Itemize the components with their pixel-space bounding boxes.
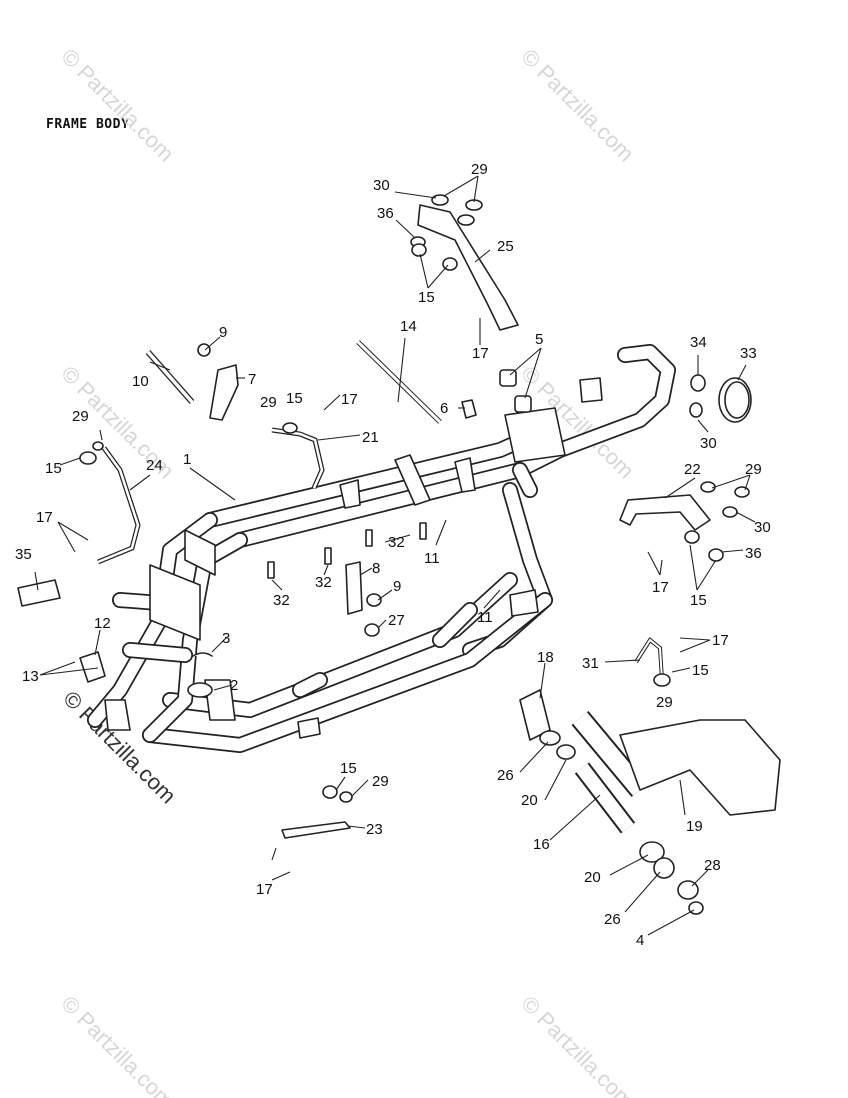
callout-10: 10 bbox=[132, 373, 149, 390]
callout-5: 5 bbox=[535, 331, 543, 348]
callout-17: 17 bbox=[472, 345, 489, 362]
main-frame bbox=[87, 344, 676, 753]
callout-20: 20 bbox=[584, 869, 601, 886]
callout-7: 7 bbox=[248, 371, 256, 388]
callout-1: 1 bbox=[183, 451, 191, 468]
callout-2: 2 bbox=[230, 677, 238, 694]
callout-30: 30 bbox=[700, 435, 717, 452]
callout-15: 15 bbox=[418, 289, 435, 306]
callout-3: 3 bbox=[222, 630, 230, 647]
callout-15: 15 bbox=[690, 592, 707, 609]
diagram-title: FRAME BODY bbox=[46, 117, 130, 132]
callout-15: 15 bbox=[45, 460, 62, 477]
callout-16: 16 bbox=[533, 836, 550, 853]
callout-17: 17 bbox=[341, 391, 358, 408]
callout-29: 29 bbox=[471, 161, 488, 178]
watermark-5: © Partzilla.com bbox=[56, 991, 179, 1098]
callout-32: 32 bbox=[315, 574, 332, 591]
callout-28: 28 bbox=[704, 857, 721, 874]
callout-14: 14 bbox=[400, 318, 417, 335]
callout-36: 36 bbox=[377, 205, 394, 222]
callout-31: 31 bbox=[582, 655, 599, 672]
callout-32: 32 bbox=[273, 592, 290, 609]
callout-34: 34 bbox=[690, 334, 707, 351]
callout-30: 30 bbox=[373, 177, 390, 194]
callout-17: 17 bbox=[256, 881, 273, 898]
callout-26: 26 bbox=[604, 911, 621, 928]
callout-21: 21 bbox=[362, 429, 379, 446]
callout-35: 35 bbox=[15, 546, 32, 563]
callout-30: 30 bbox=[754, 519, 771, 536]
callout-4: 4 bbox=[636, 932, 644, 949]
callout-17: 17 bbox=[652, 579, 669, 596]
watermark-6: © Partzilla.com bbox=[516, 991, 639, 1098]
callout-23: 23 bbox=[366, 821, 383, 838]
callout-11: 11 bbox=[424, 550, 440, 567]
rack-bracket-25 bbox=[417, 204, 519, 331]
callout-29: 29 bbox=[372, 773, 389, 790]
watermark-1: © Partzilla.com bbox=[56, 44, 179, 167]
callout-13: 13 bbox=[22, 668, 39, 685]
callout-29: 29 bbox=[72, 408, 89, 425]
callout-9: 9 bbox=[219, 324, 227, 341]
callout-29: 29 bbox=[260, 394, 277, 411]
callout-36: 36 bbox=[745, 545, 762, 562]
callout-8: 8 bbox=[372, 560, 380, 577]
callout-18: 18 bbox=[537, 649, 554, 666]
callout-22: 22 bbox=[684, 461, 701, 478]
callout-29: 29 bbox=[656, 694, 673, 711]
callout-27: 27 bbox=[388, 612, 405, 629]
callout-11: 11 bbox=[477, 609, 493, 626]
callout-17: 17 bbox=[36, 509, 53, 526]
callout-24: 24 bbox=[146, 457, 163, 474]
watermark-2: © Partzilla.com bbox=[516, 44, 639, 167]
callout-12: 12 bbox=[94, 615, 111, 632]
callout-15: 15 bbox=[340, 760, 357, 777]
callout-19: 19 bbox=[686, 818, 703, 835]
callout-25: 25 bbox=[497, 238, 514, 255]
callouts: 30 29 36 25 15 17 14 9 10 7 5 6 29 15 17… bbox=[15, 161, 771, 949]
callout-33: 33 bbox=[740, 345, 757, 362]
callout-6: 6 bbox=[440, 400, 448, 417]
callout-9: 9 bbox=[393, 578, 401, 595]
loose-parts bbox=[17, 194, 781, 915]
callout-15: 15 bbox=[692, 662, 709, 679]
callout-15: 15 bbox=[286, 390, 303, 407]
leader-lines bbox=[34, 175, 756, 936]
callout-32: 32 bbox=[388, 534, 405, 551]
callout-29: 29 bbox=[745, 461, 762, 478]
callout-26: 26 bbox=[497, 767, 514, 784]
callout-20: 20 bbox=[521, 792, 538, 809]
callout-17: 17 bbox=[712, 632, 729, 649]
